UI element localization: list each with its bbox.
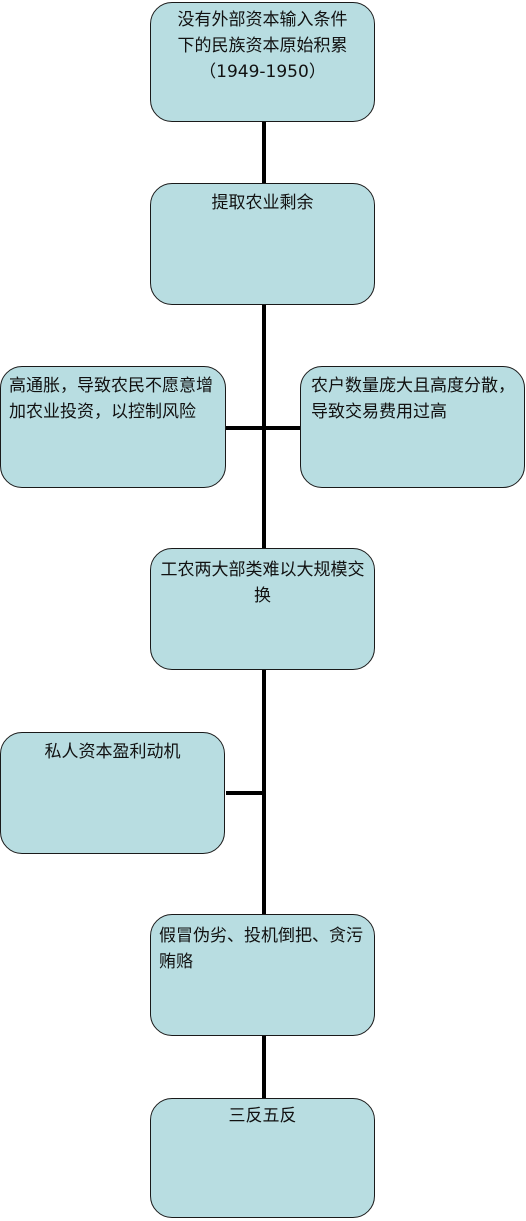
node-primitive-accumulation: 没有外部资本输入条件 下的民族资本原始积累 （1949-1950）: [150, 2, 375, 122]
node-primitive-accumulation-line-1: 没有外部资本输入条件: [177, 10, 348, 30]
node-primitive-accumulation-line-3: （1949-1950）: [199, 62, 326, 82]
node-high-inflation: 高通胀，导致农民不愿意增加农业投资，以控制风险: [0, 366, 226, 488]
node-extract-agricultural-surplus-text: 提取农业剩余: [211, 193, 314, 213]
node-extract-agricultural-surplus: 提取农业剩余: [150, 183, 375, 305]
node-primitive-accumulation-line-2: 下的民族资本原始积累: [177, 36, 348, 56]
node-dispersed-farmers: 农户数量庞大且高度分散，导致交易费用过高: [300, 366, 525, 488]
node-high-inflation-text: 高通胀，导致农民不愿意增加农业投资，以控制风险: [9, 376, 213, 422]
node-three-anti-five-anti: 三反五反: [150, 1098, 375, 1218]
node-three-anti-five-anti-text: 三反五反: [228, 1106, 297, 1126]
node-industry-agriculture-exchange-text: 工农两大部类难以大规模交换: [160, 560, 365, 606]
node-private-profit-motive: 私人资本盈利动机: [0, 732, 225, 854]
node-industry-agriculture-exchange: 工农两大部类难以大规模交换: [150, 548, 375, 670]
node-dispersed-farmers-text: 农户数量庞大且高度分散，导致交易费用过高: [311, 376, 515, 422]
node-private-profit-motive-text: 私人资本盈利动机: [44, 742, 181, 762]
node-fraud-speculation-corruption-text: 假冒伪劣、投机倒把、贪污贿赂: [159, 926, 363, 972]
node-fraud-speculation-corruption: 假冒伪劣、投机倒把、贪污贿赂: [150, 914, 375, 1036]
